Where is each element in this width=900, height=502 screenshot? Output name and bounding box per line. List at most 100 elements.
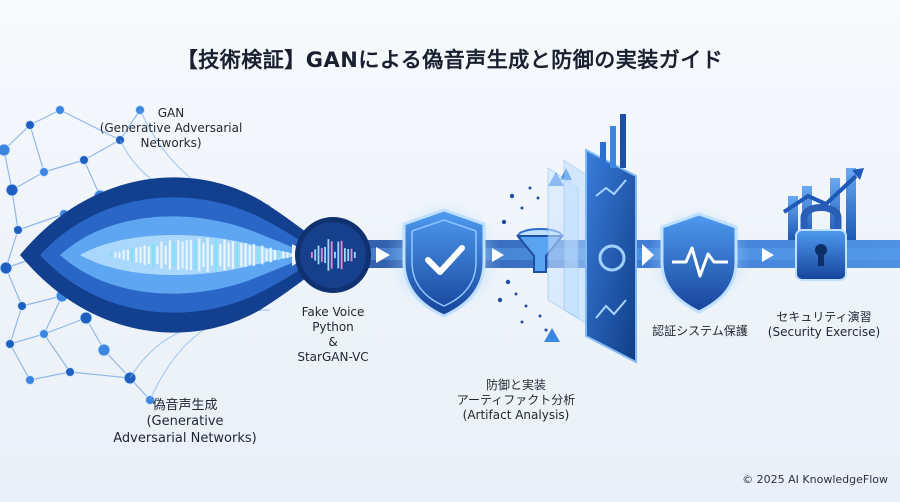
wave-bar bbox=[143, 245, 146, 265]
chart-panel-icon bbox=[547, 114, 654, 364]
wave-bar bbox=[118, 251, 121, 259]
label-line: 認証システム保護 bbox=[652, 324, 748, 338]
wave-bar bbox=[139, 246, 142, 264]
network-edge bbox=[43, 317, 87, 335]
wave-bar bbox=[337, 241, 340, 269]
wave-bar bbox=[164, 245, 167, 265]
network-edge bbox=[9, 333, 45, 345]
particle bbox=[524, 304, 528, 308]
wave-bar bbox=[160, 241, 163, 269]
label-line: Python bbox=[312, 320, 354, 334]
wave-bar bbox=[278, 249, 281, 261]
label-line: (Generative bbox=[146, 414, 224, 430]
network-edge bbox=[83, 159, 101, 197]
wave-bar bbox=[131, 248, 134, 262]
wave-bar bbox=[257, 247, 260, 263]
network-edge bbox=[21, 295, 63, 307]
wave-bar bbox=[223, 239, 226, 271]
particle bbox=[514, 292, 518, 296]
network-node bbox=[79, 155, 89, 165]
wave-bar bbox=[327, 239, 330, 271]
network-edge bbox=[9, 343, 31, 381]
network-edge bbox=[11, 189, 19, 231]
label-gan-bottom: 偽音声生成 (Generative Adversarial Networks) bbox=[95, 398, 275, 447]
padlock-icon bbox=[795, 204, 847, 281]
network-edge bbox=[3, 149, 13, 191]
wave-bar bbox=[173, 243, 176, 267]
wave-bar bbox=[135, 247, 138, 263]
network-node bbox=[65, 367, 75, 377]
network-edge bbox=[5, 267, 23, 307]
copyright: © 2025 AI KnowledgeFlow bbox=[742, 473, 888, 486]
wave-bar bbox=[152, 243, 155, 267]
network-node bbox=[25, 375, 35, 385]
network-node bbox=[17, 301, 27, 311]
label-line: StarGAN-VC bbox=[297, 350, 369, 364]
network-edge bbox=[29, 109, 61, 126]
particle bbox=[497, 297, 503, 303]
label-line: Networks) bbox=[140, 136, 202, 150]
wave-bar bbox=[282, 251, 285, 259]
wave-bar bbox=[227, 242, 230, 268]
network-edge bbox=[5, 229, 19, 269]
wave-bar bbox=[248, 245, 251, 265]
label-line: Fake Voice bbox=[301, 305, 365, 319]
network-edge bbox=[17, 213, 65, 231]
network-edge bbox=[29, 371, 71, 381]
wave-bar bbox=[330, 241, 333, 269]
particle bbox=[544, 328, 548, 332]
wave-bar bbox=[219, 243, 222, 267]
network-node bbox=[5, 183, 19, 197]
wave-bar bbox=[156, 246, 159, 264]
wave-bar bbox=[320, 248, 323, 262]
particle bbox=[528, 186, 532, 190]
fake-waveform-icon bbox=[311, 239, 356, 271]
label-line: 防御と実装 bbox=[485, 378, 546, 392]
wave-bar bbox=[202, 242, 205, 268]
particle bbox=[501, 219, 507, 225]
particle bbox=[520, 320, 524, 324]
wave-bar bbox=[147, 246, 150, 264]
label-fake-voice: Fake Voice Python & StarGAN-VC bbox=[283, 305, 383, 365]
wave-bar bbox=[334, 251, 336, 259]
network-node bbox=[0, 261, 13, 275]
wave-bar bbox=[265, 249, 268, 261]
network-node bbox=[97, 343, 111, 357]
wave-bar bbox=[273, 249, 276, 261]
wave-bar bbox=[347, 249, 350, 261]
particle bbox=[509, 193, 515, 199]
label-line: GAN bbox=[157, 106, 185, 120]
wave-bar bbox=[244, 242, 247, 268]
label-line: 偽音声生成 bbox=[152, 398, 218, 413]
wave-bar bbox=[110, 253, 113, 257]
wave-bar bbox=[185, 240, 188, 270]
label-auth: 認証システム保護 bbox=[632, 324, 768, 339]
wave-bar bbox=[231, 241, 234, 269]
particle-triangle bbox=[544, 328, 560, 342]
network-node bbox=[55, 105, 65, 115]
wave-bar bbox=[168, 240, 171, 270]
wave-bar bbox=[177, 239, 180, 271]
network-node bbox=[79, 311, 93, 325]
wave-bar bbox=[311, 252, 313, 258]
network-edge bbox=[59, 109, 121, 141]
network-edge bbox=[29, 124, 45, 173]
fake-voice-node bbox=[295, 217, 390, 293]
label-line: & bbox=[328, 335, 338, 349]
gan-lens bbox=[20, 177, 340, 333]
network-node bbox=[13, 225, 23, 235]
wave-bar bbox=[350, 248, 353, 262]
wave-bar bbox=[181, 241, 184, 269]
particle bbox=[505, 279, 511, 285]
wave-bar bbox=[122, 249, 125, 261]
wave-bar bbox=[210, 244, 213, 266]
network-node bbox=[39, 167, 49, 177]
wave-bar bbox=[198, 238, 201, 272]
label-line: (Artifact Analysis) bbox=[462, 408, 570, 422]
particle bbox=[536, 196, 540, 200]
label-defense: 防御と実装 アーティファクト分析 (Artifact Analysis) bbox=[446, 378, 586, 423]
wave-bar bbox=[290, 253, 293, 257]
wave-bar bbox=[114, 251, 117, 259]
wave-bar bbox=[340, 240, 343, 270]
